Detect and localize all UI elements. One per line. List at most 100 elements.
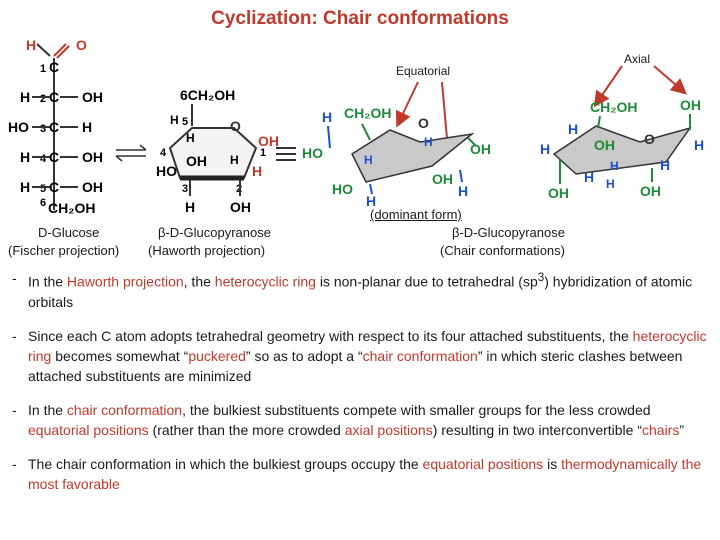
chair1-oh-bottom: OH bbox=[432, 171, 453, 187]
fischer-c1-number: 1 bbox=[40, 63, 46, 75]
equivalence-sign bbox=[276, 147, 296, 161]
fischer-c2-left: H bbox=[20, 89, 30, 105]
haworth-name: β-D-Glucopyranose bbox=[158, 225, 271, 240]
bullet-dash: - bbox=[12, 270, 17, 286]
chair2-oh-right: OH bbox=[640, 183, 661, 199]
haworth-projection: 6CH₂OH O H 5 H 4 OH HO H OH 1 H 3 2 H OH bbox=[156, 87, 279, 215]
dominant-form-label: (dominant form) bbox=[370, 207, 462, 222]
fischer-c2-right: OH bbox=[82, 89, 103, 105]
fischer-caption: (Fischer projection) bbox=[8, 243, 120, 258]
bullet-text: ) hybridization of atomic orbitals bbox=[28, 273, 693, 310]
fischer-c4-number: 4 bbox=[40, 153, 47, 165]
fischer-c5-carbon: C bbox=[49, 179, 59, 195]
chair1-h-top: H bbox=[322, 109, 332, 125]
bullet-dash: - bbox=[12, 327, 17, 344]
haworth-n4: 4 bbox=[160, 147, 167, 159]
bullet-text: , the bulkiest substituents compete with… bbox=[182, 401, 651, 418]
fischer-top-h: H bbox=[26, 37, 36, 53]
glucose-name: D-Glucose bbox=[38, 225, 100, 240]
chair1-ch2oh: CH₂OH bbox=[344, 105, 391, 121]
haworth-h3: H bbox=[185, 199, 195, 215]
fischer-top-o: O bbox=[76, 37, 87, 53]
haworth-h2-top: H bbox=[230, 153, 239, 167]
fischer-c6-number: 6 bbox=[40, 197, 46, 209]
haworth-caption: (Haworth projection) bbox=[148, 243, 266, 258]
fischer-c2-number: 2 bbox=[40, 93, 46, 105]
chair2-oh-mid: OH bbox=[594, 137, 615, 153]
fischer-c1-carbon: C bbox=[49, 59, 59, 75]
fischer-c5-number: 5 bbox=[40, 183, 46, 195]
bullet-text: puckered bbox=[188, 347, 246, 364]
chair2-h-lower: H bbox=[584, 169, 594, 185]
bullet-text: is non-planar due to tetrahedral (sp bbox=[315, 273, 538, 290]
bullet-text: Haworth projection bbox=[66, 273, 184, 290]
fischer-c4-left: H bbox=[20, 149, 30, 165]
bullet-dash: - bbox=[12, 455, 17, 472]
haworth-oh2: OH bbox=[230, 199, 251, 215]
chair2-h-right-lower: H bbox=[660, 157, 670, 173]
chair2-oh-bottom: OH bbox=[548, 185, 569, 201]
fischer-c3-right: H bbox=[82, 119, 92, 135]
haworth-oh1: OH bbox=[258, 133, 279, 149]
bullet-text: In the bbox=[28, 401, 67, 418]
equatorial-label: Equatorial bbox=[396, 64, 451, 78]
fischer-c2-carbon: C bbox=[49, 89, 59, 105]
haworth-ring-o: O bbox=[230, 118, 241, 134]
chair1-h-bottom: H bbox=[458, 183, 468, 199]
chair2-ring-o: O bbox=[644, 131, 655, 147]
axial-label: Axial bbox=[624, 52, 651, 66]
chair2-h-mid: H bbox=[610, 159, 619, 173]
bullet-text: In the bbox=[28, 273, 67, 290]
haworth-oh4: OH bbox=[186, 153, 207, 169]
bullet-text: ) resulting in two interconvertible “ bbox=[432, 421, 642, 438]
haworth-h5: H bbox=[170, 113, 179, 127]
chair1-h-bottom-left: H bbox=[366, 193, 376, 209]
chair1-ring-o: O bbox=[418, 115, 429, 131]
bullet-text: heterocyclic ring bbox=[28, 327, 707, 364]
page-title: Cyclization: Chair conformations bbox=[211, 8, 509, 29]
bullet-text: ” so as to adopt a “ bbox=[245, 347, 363, 364]
bullet-text: Since each C atom adopts tetrahedral geo… bbox=[28, 327, 633, 344]
fischer-c3-number: 3 bbox=[40, 123, 46, 135]
chair2-h-left: H bbox=[568, 121, 578, 137]
bullet-item: -Since each C atom adopts tetrahedral ge… bbox=[8, 326, 708, 386]
bullet-text: , the bbox=[183, 273, 215, 290]
chair-name: β-D-Glucopyranose bbox=[452, 225, 565, 240]
chair2-ch2oh: CH₂OH bbox=[590, 99, 637, 115]
haworth-n1: 1 bbox=[260, 147, 266, 159]
haworth-ho3: HO bbox=[156, 163, 177, 179]
haworth-n5: 5 bbox=[182, 116, 188, 128]
haworth-h1: H bbox=[252, 163, 262, 179]
chair-conformation-1: CH₂OH H O HO H H OH HO H OH H bbox=[302, 105, 491, 209]
equilibrium-arrows bbox=[115, 144, 147, 162]
bullet-text: axial positions bbox=[344, 421, 433, 438]
annotation-arrows bbox=[395, 65, 688, 154]
chair1-h-left: H bbox=[364, 153, 373, 167]
bullet-text: equatorial positions bbox=[28, 421, 149, 438]
haworth-n3: 3 bbox=[182, 183, 188, 195]
fischer-c4-carbon: C bbox=[49, 149, 59, 165]
explanation-list: -In the Haworth projection, the heterocy… bbox=[8, 268, 708, 508]
chair2-oh-axial: OH bbox=[680, 97, 701, 113]
bullet-text: (rather than the more crowded bbox=[148, 421, 345, 438]
bullet-text: 3 bbox=[537, 271, 545, 284]
bullet-item: -In the chair conformation, the bulkiest… bbox=[8, 400, 708, 440]
bullet-text: chair conformation bbox=[362, 347, 478, 364]
chair-conformation-2: CH₂OH OH H H O H OH H H H OH OH H bbox=[540, 97, 704, 201]
chair2-h-bottom: H bbox=[606, 177, 615, 191]
bullet-text: equatorial positions bbox=[422, 455, 544, 472]
chair1-h-mid: H bbox=[424, 135, 433, 149]
fischer-c5-left: H bbox=[20, 179, 30, 195]
chair1-ho-left: HO bbox=[302, 145, 323, 161]
bullet-text: is bbox=[543, 455, 562, 472]
bullet-text: ” in which steric clashes between attach… bbox=[28, 347, 683, 384]
fischer-c5-right: OH bbox=[82, 179, 103, 195]
bullet-dash: - bbox=[12, 401, 17, 418]
bullet-text: chairs bbox=[642, 421, 680, 438]
bullet-text: becomes somewhat “ bbox=[51, 347, 189, 364]
chair1-ho-bottom: HO bbox=[332, 181, 353, 197]
bullet-text: ” bbox=[679, 421, 685, 438]
bullet-text: chair conformation bbox=[66, 401, 183, 418]
